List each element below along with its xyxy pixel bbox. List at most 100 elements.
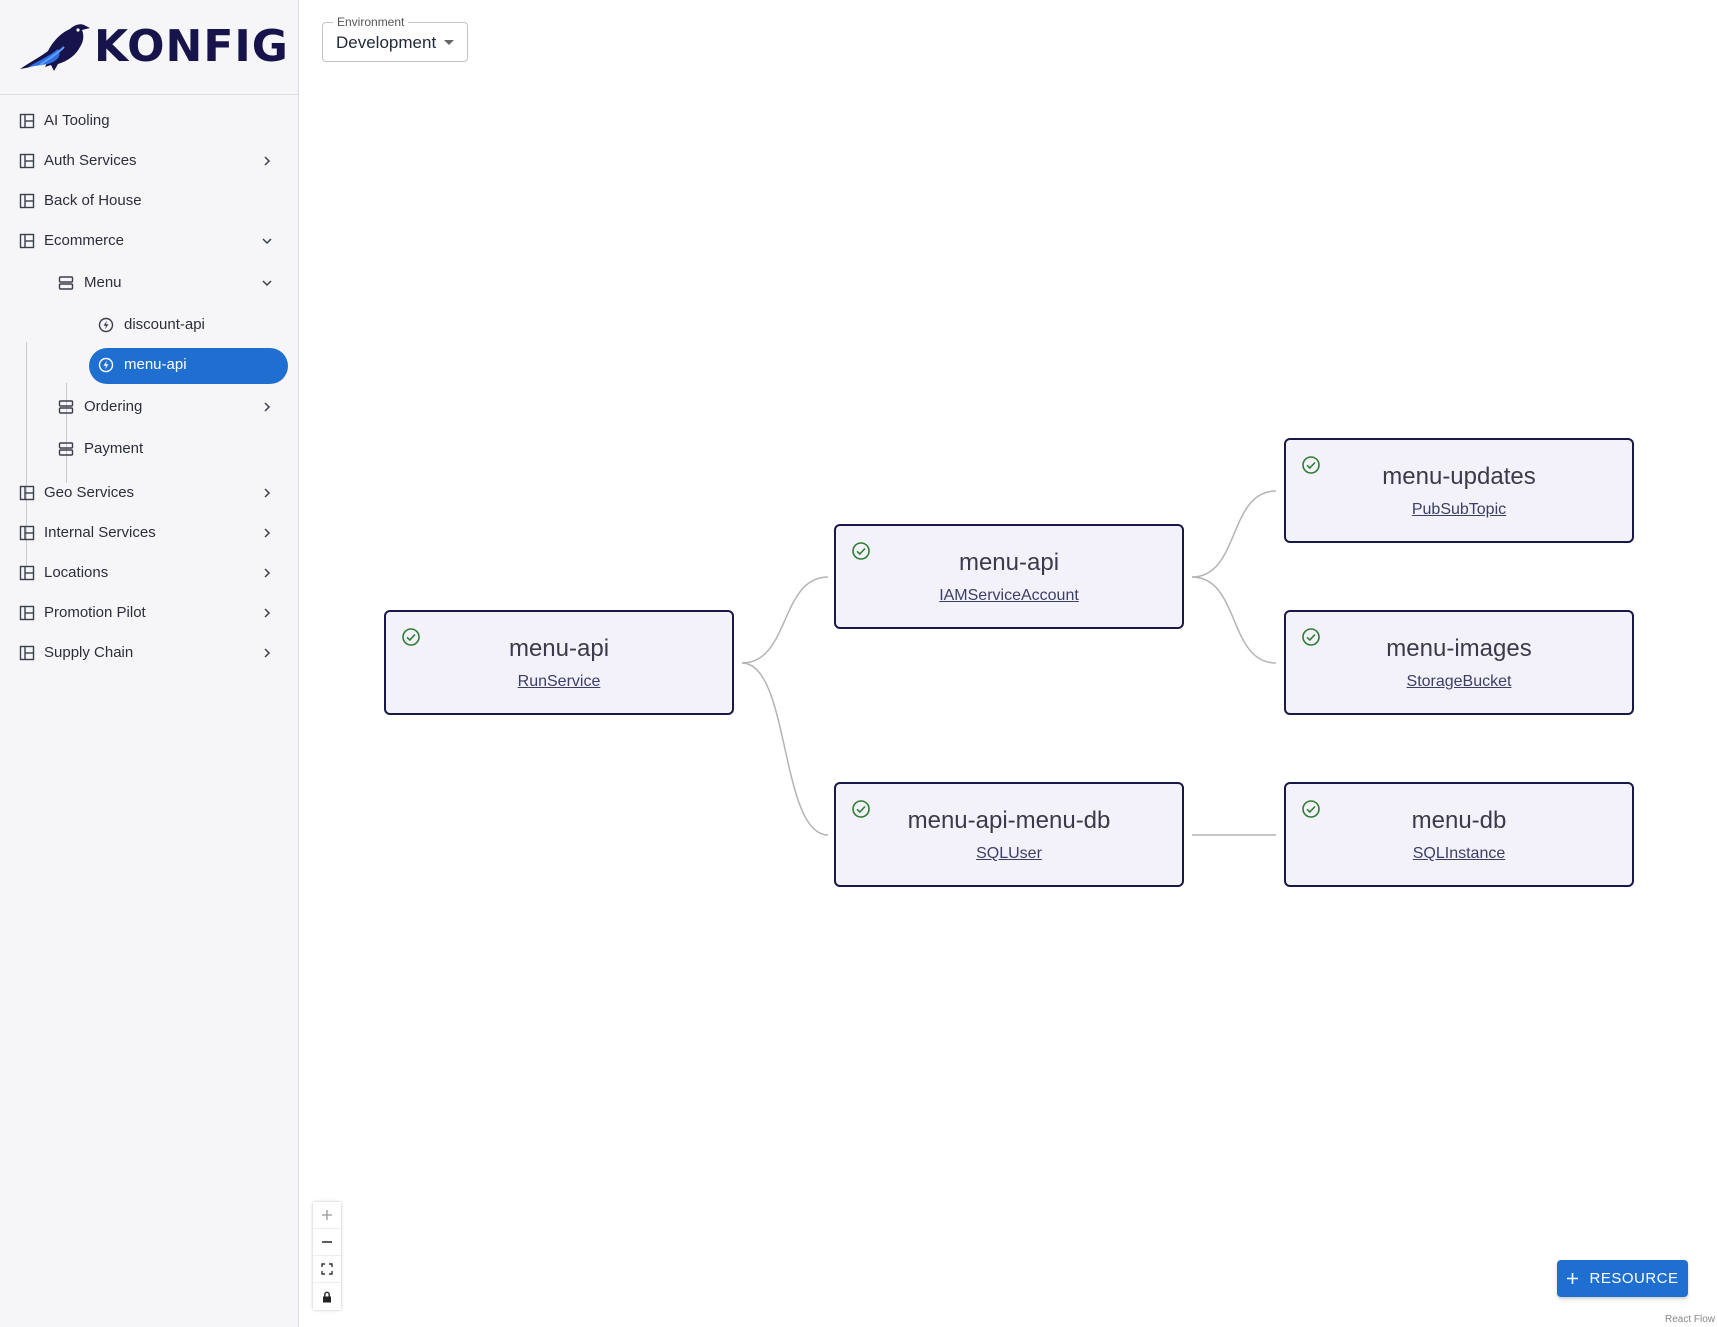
sidebar-item-discount-api[interactable]: discount-api: [0, 305, 298, 345]
environment-label: Environment: [333, 15, 409, 29]
sidebar-item-label: Back of House: [44, 192, 142, 209]
chevron-right-icon[interactable]: [260, 566, 274, 580]
logo[interactable]: KONFIG: [0, 0, 298, 95]
sidebar-item-ordering[interactable]: Ordering: [0, 385, 298, 429]
sidebar-item-label: Payment: [84, 440, 144, 457]
layout-icon: [19, 525, 35, 541]
check-circle-icon: [402, 628, 420, 646]
edge-iamserviceaccount-pubsubtopic: [1191, 490, 1277, 578]
sidebar-item-payment[interactable]: Payment: [0, 429, 298, 469]
edge-runservice-sqluser: [741, 662, 829, 836]
node-name: menu-api-menu-db: [907, 807, 1111, 834]
sidebar-item-auth-services[interactable]: Auth Services: [0, 141, 298, 181]
sidebar-item-label: Auth Services: [44, 152, 137, 169]
chevron-right-icon[interactable]: [260, 526, 274, 540]
sidebar-item-supply-chain[interactable]: Supply Chain: [0, 633, 298, 673]
plus-icon: [1567, 1273, 1579, 1284]
server-icon: [58, 442, 74, 456]
sidebar-item-ecommerce[interactable]: Ecommerce: [0, 221, 298, 261]
chevron-right-icon[interactable]: [260, 400, 274, 414]
zoom-out-button[interactable]: [313, 1229, 341, 1256]
server-icon: [58, 276, 74, 290]
node-kind-link[interactable]: IAMServiceAccount: [939, 587, 1079, 604]
server-icon: [58, 400, 74, 414]
check-circle-icon: [852, 542, 870, 560]
layout-icon: [19, 113, 35, 129]
layout-icon: [19, 645, 35, 661]
lock-icon: [323, 1291, 331, 1302]
sidebar-item-label: Menu: [84, 274, 122, 291]
sidebar-item-label: AI Tooling: [44, 112, 110, 129]
sidebar-item-label: discount-api: [124, 316, 205, 333]
flow-controls: [313, 1202, 341, 1310]
add-resource-button[interactable]: RESOURCE: [1557, 1260, 1688, 1297]
sidebar-nav: AI Tooling Auth Services Back of House E…: [0, 95, 298, 673]
sidebar-item-label: Locations: [44, 564, 109, 581]
sidebar-item-back-of-house[interactable]: Back of House: [0, 181, 298, 221]
node-kind-link[interactable]: SQLInstance: [1412, 845, 1506, 862]
sidebar-item-label: menu-api: [124, 356, 187, 373]
brand-name: KONFIG: [94, 21, 289, 72]
graph-node-storagebucket[interactable]: menu-images StorageBucket: [1284, 610, 1634, 715]
chevron-right-icon[interactable]: [260, 646, 274, 660]
check-circle-icon: [1302, 456, 1320, 474]
selected-highlight: [89, 348, 288, 384]
layout-icon: [19, 605, 35, 621]
bolt-circle-icon: [98, 317, 114, 333]
sidebar-item-locations[interactable]: Locations: [0, 553, 298, 593]
graph-node-runservice[interactable]: menu-api RunService: [384, 610, 734, 715]
layout-icon: [19, 565, 35, 581]
node-name: menu-api: [508, 635, 610, 662]
node-kind-link[interactable]: RunService: [517, 673, 601, 690]
sidebar-item-label: Internal Services: [44, 524, 156, 541]
edge-runservice-iamserviceaccount: [741, 576, 829, 664]
sidebar: KONFIG AI Tooling Auth Services Back of …: [0, 0, 299, 1327]
lock-button[interactable]: [313, 1283, 341, 1310]
zoom-in-button[interactable]: [313, 1202, 341, 1229]
caret-down-icon: [444, 40, 454, 45]
fit-view-icon: [321, 1263, 333, 1275]
layout-icon: [19, 233, 35, 249]
node-kind-link[interactable]: SQLUser: [976, 845, 1042, 862]
chevron-down-icon[interactable]: [260, 234, 274, 248]
node-kind-link[interactable]: StorageBucket: [1406, 673, 1512, 690]
sidebar-item-label: Ecommerce: [44, 232, 125, 249]
plus-icon: [322, 1210, 332, 1220]
node-name: menu-images: [1386, 635, 1532, 662]
node-name: menu-api: [958, 549, 1060, 576]
check-circle-icon: [852, 800, 870, 818]
sidebar-item-geo-services[interactable]: Geo Services: [0, 469, 298, 513]
sidebar-item-promotion-pilot[interactable]: Promotion Pilot: [0, 593, 298, 633]
graph-node-iamserviceaccount[interactable]: menu-api IAMServiceAccount: [834, 524, 1184, 629]
layout-icon: [19, 485, 35, 501]
graph-node-pubsubtopic[interactable]: menu-updates PubSubTopic: [1284, 438, 1634, 543]
layout-icon: [19, 153, 35, 169]
chevron-right-icon[interactable]: [260, 154, 274, 168]
check-circle-icon: [1302, 800, 1320, 818]
node-name: menu-db: [1411, 807, 1507, 834]
environment-value: Development: [336, 33, 437, 52]
graph-node-sqluser[interactable]: menu-api-menu-db SQLUser: [834, 782, 1184, 887]
node-kind-link[interactable]: PubSubTopic: [1411, 501, 1507, 518]
sidebar-item-menu-api[interactable]: menu-api: [0, 345, 298, 385]
chevron-right-icon[interactable]: [260, 606, 274, 620]
add-resource-label: RESOURCE: [1589, 1270, 1679, 1287]
chevron-right-icon[interactable]: [260, 486, 274, 500]
bolt-circle-icon: [98, 357, 114, 373]
sidebar-item-ai-tooling[interactable]: AI Tooling: [0, 101, 298, 141]
sidebar-item-label: Supply Chain: [44, 644, 134, 661]
sidebar-item-internal-services[interactable]: Internal Services: [0, 513, 298, 553]
sidebar-item-label: Ordering: [84, 398, 143, 415]
fit-view-button[interactable]: [313, 1256, 341, 1283]
sidebar-item-label: Geo Services: [44, 484, 135, 501]
graph-node-sqlinstance[interactable]: menu-db SQLInstance: [1284, 782, 1634, 887]
environment-select[interactable]: Environment Development: [322, 15, 468, 62]
sidebar-item-menu[interactable]: Menu: [0, 261, 298, 305]
chevron-down-icon[interactable]: [260, 276, 274, 290]
raven-logo-icon: [20, 24, 90, 71]
node-name: menu-updates: [1382, 463, 1536, 490]
tree-guide-line: [26, 342, 27, 566]
check-circle-icon: [1302, 628, 1320, 646]
react-flow-attribution[interactable]: React Flow: [1664, 1314, 1715, 1325]
minus-icon: [322, 1241, 332, 1243]
